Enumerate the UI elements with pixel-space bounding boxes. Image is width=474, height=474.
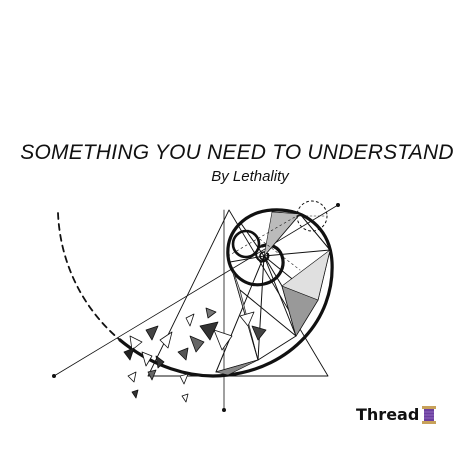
dashed-outer-arc (57, 212, 121, 341)
poster-title: SOMETHING YOU NEED TO UNDERSTAND (20, 141, 454, 164)
poster-byline: By Lethality (211, 168, 289, 185)
thread-footer: Thread (356, 405, 437, 424)
dotted-circle (296, 200, 328, 232)
diagonal-line (53, 204, 339, 377)
thread-label: Thread (356, 405, 420, 424)
shattered-shards (123, 307, 267, 403)
spool-of-thread-icon (422, 405, 437, 424)
